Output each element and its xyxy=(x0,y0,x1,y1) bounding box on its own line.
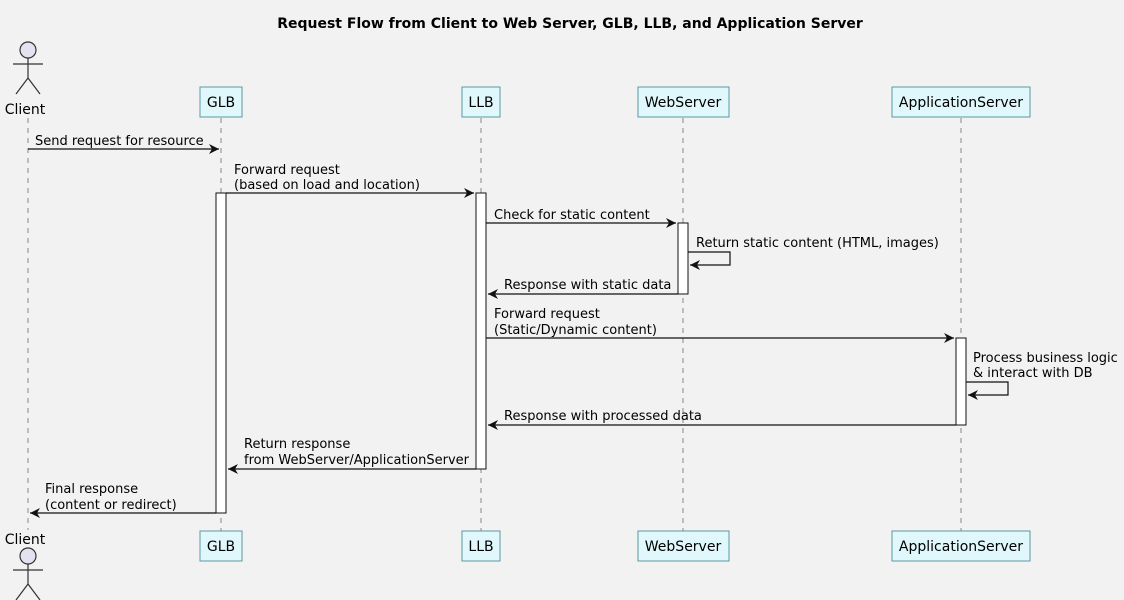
message-response-static: Response with static data xyxy=(488,278,678,299)
message-arrow xyxy=(966,381,1009,400)
message-label: Response with processed data xyxy=(504,409,702,424)
message-label: Process business logic xyxy=(973,351,1118,366)
participant-appserver-top: ApplicationServer xyxy=(891,86,1031,118)
message-return-static-self: Return static content (HTML, images) xyxy=(688,236,939,270)
message-label: Check for static content xyxy=(494,208,650,223)
message-label: (content or redirect) xyxy=(45,498,177,513)
activation-llb xyxy=(475,192,487,470)
actor-body-icon xyxy=(13,564,43,600)
activation-glb xyxy=(215,192,227,514)
participant-box xyxy=(637,530,730,562)
participant-box xyxy=(199,530,243,562)
message-response-processed: Response with processed data xyxy=(488,409,956,430)
message-label: Return response xyxy=(244,437,350,452)
message-label: & interact with DB xyxy=(973,366,1093,381)
participant-llb-top: LLB xyxy=(461,86,501,118)
message-send-request: Send request for resource xyxy=(28,134,219,154)
message-label: Response with static data xyxy=(504,278,671,293)
participant-client-bottom: Client xyxy=(5,532,46,600)
actor-head-icon xyxy=(19,547,37,565)
participant-label-llb: LLB xyxy=(468,95,493,111)
participant-webserver-top: WebServer xyxy=(637,86,730,118)
message-label: Send request for resource xyxy=(35,134,204,149)
message-check-static: Check for static content xyxy=(486,208,676,228)
participant-label-client: Client xyxy=(5,532,46,548)
message-return-response: Return response from WebServer/Applicati… xyxy=(228,437,476,474)
participant-label-webserver: WebServer xyxy=(645,539,722,555)
actor-body-icon xyxy=(13,58,43,95)
message-label: (based on load and location) xyxy=(234,178,420,193)
participant-label-llb: LLB xyxy=(468,539,493,555)
message-label: Final response xyxy=(45,482,138,497)
message-label: Forward request xyxy=(234,163,340,178)
participant-appserver-bottom: ApplicationServer xyxy=(891,530,1031,562)
participant-glb-bottom: GLB xyxy=(199,530,243,562)
activation-webserver xyxy=(677,222,689,295)
participant-label-glb: GLB xyxy=(207,539,235,555)
participant-glb-top: GLB xyxy=(199,86,243,118)
message-label: Forward request xyxy=(494,307,600,322)
message-final-response: Final response (content or redirect) xyxy=(30,482,216,518)
participant-client-top: Client xyxy=(5,41,46,118)
message-label: from WebServer/ApplicationServer xyxy=(244,453,470,468)
participant-label-client: Client xyxy=(5,102,46,118)
participant-webserver-bottom: WebServer xyxy=(637,530,730,562)
participant-box xyxy=(891,86,1031,118)
actor-head-icon xyxy=(19,41,37,59)
message-label: (Static/Dynamic content) xyxy=(494,323,657,338)
participant-label-appserver: ApplicationServer xyxy=(899,539,1023,555)
participant-box xyxy=(461,530,501,562)
participant-box xyxy=(637,86,730,118)
participant-box xyxy=(891,530,1031,562)
activation-appserver xyxy=(955,337,967,426)
message-process-business-self: Process business logic & interact with D… xyxy=(966,351,1118,400)
message-label: Return static content (HTML, images) xyxy=(696,236,939,251)
message-arrow xyxy=(688,251,731,270)
participant-llb-bottom: LLB xyxy=(461,530,501,562)
message-forward-request-app: Forward request (Static/Dynamic content) xyxy=(486,307,954,343)
participant-label-glb: GLB xyxy=(207,95,235,111)
participant-box xyxy=(461,86,501,118)
participant-label-appserver: ApplicationServer xyxy=(899,95,1023,111)
participant-label-webserver: WebServer xyxy=(645,95,722,111)
participant-box xyxy=(199,86,243,118)
diagram-title: Request Flow from Client to Web Server, … xyxy=(277,16,863,32)
message-forward-request-llb: Forward request (based on load and locat… xyxy=(226,163,474,198)
